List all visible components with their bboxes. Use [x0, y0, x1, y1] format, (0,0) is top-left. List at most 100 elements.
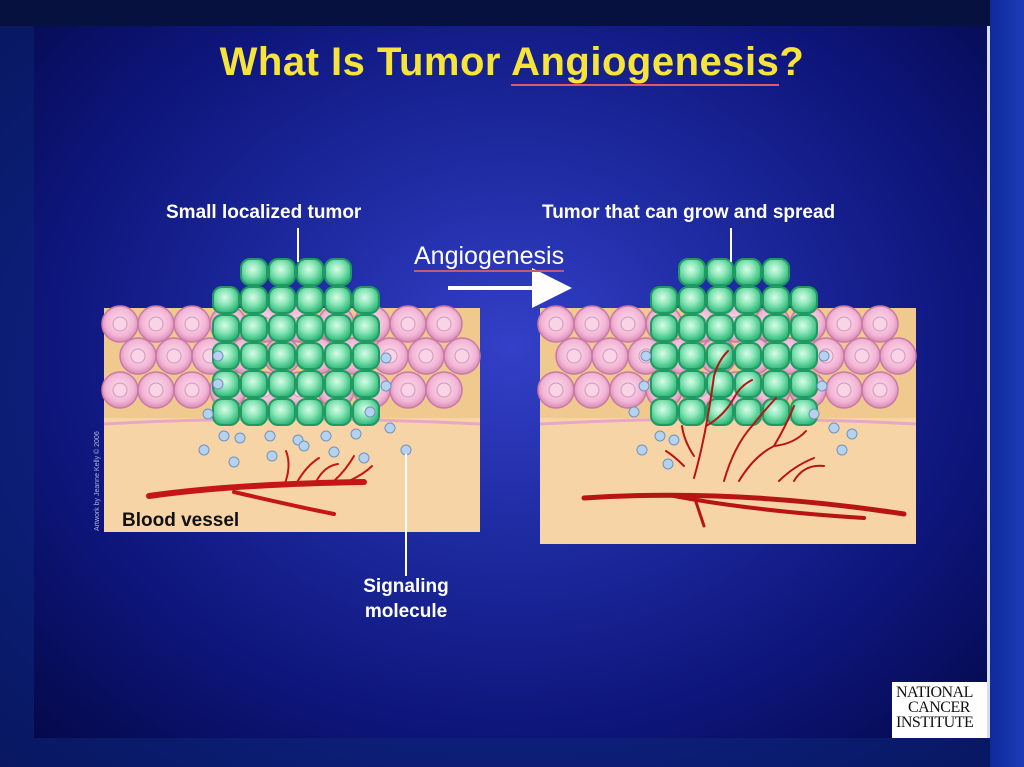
tumor-cell: [678, 370, 706, 398]
tumor-cell: [678, 314, 706, 342]
tumor-cell: [734, 286, 762, 314]
nci-line3: INSTITUTE: [896, 714, 974, 731]
signaling-molecule: [828, 422, 840, 434]
signaling-molecule: [636, 444, 648, 456]
cell-nucleus: [184, 316, 200, 332]
signaling-line1: Signaling: [363, 576, 449, 597]
tumor-cell: [678, 398, 706, 426]
tumor-cell: [296, 286, 324, 314]
signaling-molecule: [212, 378, 224, 390]
tumor-cell: [734, 370, 762, 398]
signaling-line2: molecule: [364, 601, 448, 622]
cell-nucleus: [436, 316, 452, 332]
cell-nucleus: [418, 348, 434, 364]
signaling-molecule: [212, 350, 224, 362]
tumor-cell: [650, 286, 678, 314]
right-blood-vessels: [581, 350, 907, 528]
signaling-molecule: [266, 450, 278, 462]
cell-nucleus: [584, 382, 600, 398]
signaling-molecule: [654, 430, 666, 442]
tumor-cell: [650, 370, 678, 398]
tumor-cell: [706, 286, 734, 314]
cell-nucleus: [872, 382, 888, 398]
nci-line2: CANCER: [908, 699, 970, 716]
tumor-cell: [678, 286, 706, 314]
cell-nucleus: [836, 316, 852, 332]
tumor-cell: [268, 286, 296, 314]
tumor-cell: [296, 398, 324, 426]
tumor-cell: [734, 342, 762, 370]
cell-nucleus: [854, 348, 870, 364]
title-underlined: Angiogenesis: [511, 40, 780, 86]
top-border: [0, 0, 1024, 26]
tumor-cell: [352, 314, 380, 342]
signaling-molecule: [264, 430, 276, 442]
tumor-cell: [240, 258, 268, 286]
left-signaling-molecules: [198, 350, 412, 468]
tumor-cell: [762, 258, 790, 286]
tumor-cell: [762, 314, 790, 342]
signaling-molecule: [298, 440, 310, 452]
left-tumor: [212, 258, 380, 426]
nci-line1: NATIONAL: [896, 684, 973, 701]
cell-nucleus: [566, 348, 582, 364]
artwork-credit: Artwork by Jeanne Kelly © 2006: [94, 431, 101, 531]
tumor-cell: [324, 286, 352, 314]
tumor-cell: [706, 342, 734, 370]
grow-spread-label: Tumor that can grow and spread: [542, 202, 836, 223]
cell-nucleus: [890, 348, 906, 364]
tumor-cell: [324, 398, 352, 426]
cell-nucleus: [548, 382, 564, 398]
signaling-molecule: [818, 350, 830, 362]
tumor-cell: [324, 314, 352, 342]
cell-nucleus: [166, 348, 182, 364]
tumor-cell: [268, 258, 296, 286]
cell-nucleus: [148, 316, 164, 332]
blood-vessel-label: Blood vessel: [122, 510, 240, 531]
cell-nucleus: [148, 382, 164, 398]
tumor-cell: [790, 314, 818, 342]
cell-nucleus: [620, 316, 636, 332]
tumor-cell: [296, 370, 324, 398]
tumor-cell: [762, 370, 790, 398]
title-prefix: What Is Tumor: [219, 40, 512, 84]
tumor-cell: [762, 286, 790, 314]
cell-nucleus: [112, 382, 128, 398]
tumor-cell: [790, 370, 818, 398]
tumor-cell: [240, 398, 268, 426]
angiogenesis-text: Angiogenesis: [414, 242, 565, 272]
tumor-cell: [706, 398, 734, 426]
signaling-molecule: [400, 444, 412, 456]
tumor-cell: [734, 258, 762, 286]
tumor-cell: [240, 286, 268, 314]
tumor-cell: [678, 342, 706, 370]
nci-logo: NATIONAL CANCER INSTITUTE: [892, 682, 988, 738]
tumor-cell: [706, 258, 734, 286]
signaling-molecule: [384, 422, 396, 434]
signaling-molecule: [846, 428, 858, 440]
cell-nucleus: [130, 348, 146, 364]
signaling-molecule: [668, 434, 680, 446]
tumor-cell: [324, 342, 352, 370]
tumor-cell: [212, 314, 240, 342]
signaling-molecule: [640, 350, 652, 362]
small-tumor-label: Small localized tumor: [166, 202, 362, 223]
tumor-cell: [734, 314, 762, 342]
tumor-cell: [352, 370, 380, 398]
signaling-molecule: [816, 380, 828, 392]
signaling-molecule: [228, 456, 240, 468]
title-suffix: ?: [779, 40, 805, 84]
right-panel: [537, 258, 917, 544]
tumor-cell: [650, 398, 678, 426]
signaling-molecule: [364, 406, 376, 418]
cell-nucleus: [400, 382, 416, 398]
tumor-cell: [268, 370, 296, 398]
tumor-cell: [324, 258, 352, 286]
signaling-molecule: [380, 380, 392, 392]
slide-edge: [987, 26, 990, 738]
tumor-cell: [240, 370, 268, 398]
cell-nucleus: [454, 348, 470, 364]
tumor-cell: [790, 286, 818, 314]
signaling-molecule: [808, 408, 820, 420]
cell-nucleus: [184, 382, 200, 398]
